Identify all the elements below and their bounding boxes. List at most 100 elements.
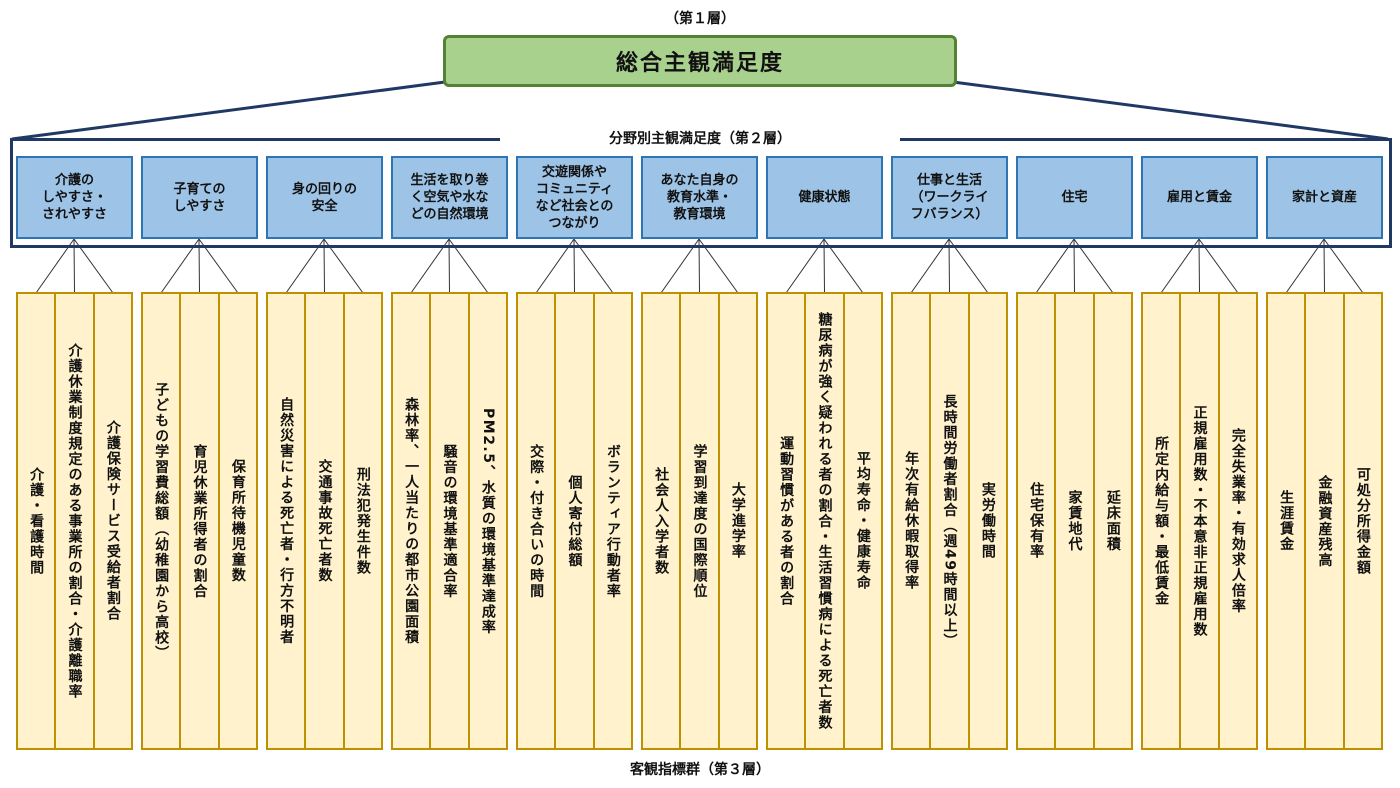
indicator-box: 平均寿命・健康寿命	[842, 292, 883, 750]
connector-line	[698, 238, 739, 294]
indicator-label: 交通事故死亡者数	[316, 459, 333, 583]
indicator-label: 平均寿命・健康寿命	[854, 451, 871, 591]
indicator-box: 刑法犯発生件数	[342, 292, 383, 750]
category-box: 健康状態	[766, 156, 883, 239]
indicator-box: 実労働時間	[967, 292, 1008, 750]
indicator-box: 家賃地代	[1054, 292, 1095, 750]
indicator-label: 住宅保有率	[1028, 482, 1045, 560]
category-box: 交遊関係や コミュニティ など社会との つながり	[516, 156, 633, 239]
indicator-group: 年次有給休暇取得率 長時間労働者割合（週49時間以上） 実労働時間	[891, 292, 1008, 750]
connector-line	[1285, 238, 1325, 294]
indicator-label: 大学進学率	[729, 482, 746, 560]
indicator-box: 糖尿病が強く疑われる者の割合・生活習慣病による死亡者数	[804, 292, 845, 750]
indicator-group: 生涯賃金 金融資産残高 可処分所得金額	[1266, 292, 1383, 750]
connector-line	[323, 238, 364, 294]
connector-line	[823, 238, 825, 294]
connector-line	[448, 238, 489, 294]
connector-line	[323, 238, 325, 294]
indicator-box: 社会人入学者数	[641, 292, 682, 750]
category-box: 生活を取り巻 く空気や水な どの自然環境	[391, 156, 508, 239]
indicator-label: 金融資産残高	[1316, 474, 1333, 568]
category-box: 雇用と賃金	[1141, 156, 1258, 239]
indicator-label: 可処分所得金額	[1354, 466, 1371, 576]
indicator-box: ボランティア行動者率	[592, 292, 633, 750]
indicator-group: 子どもの学習費総額（幼稚園から高校） 育児休業所得者の割合保育所待機児童数	[141, 292, 258, 750]
indicator-label: 介護休業制度規定のある事業所の割合・介護離職率	[66, 342, 83, 700]
indicator-box: 子どもの学習費総額（幼稚園から高校）	[141, 292, 182, 750]
indicator-box: 保育所待機児童数	[217, 292, 258, 750]
category-box: 介護の しやすさ・ されやすさ	[16, 156, 133, 239]
indicator-label: 森林率、一人当たりの都市公園面積	[403, 397, 420, 645]
indicator-label: 学習到達度の国際順位	[691, 443, 708, 599]
indicator-label: 完全失業率・有効求人倍率	[1229, 428, 1246, 614]
indicator-label: 所定内給与額・最低賃金	[1153, 435, 1170, 607]
indicator-box: 森林率、一人当たりの都市公園面積	[391, 292, 432, 750]
indicator-box: 個人寄付総額	[554, 292, 595, 750]
connector-line	[1035, 238, 1075, 294]
indicator-box: 運動習慣がある者の割合	[766, 292, 807, 750]
indicator-label: 刑法犯発生件数	[354, 466, 371, 576]
indicator-label: ボランティア行動者率	[604, 443, 621, 599]
indicator-box: 交通事故死亡者数	[304, 292, 345, 750]
connector-line	[698, 238, 700, 294]
indicator-label: 年次有給休暇取得率	[903, 451, 920, 591]
category-box: 子育ての しやすさ	[141, 156, 258, 239]
indicator-box: 可処分所得金額	[1342, 292, 1383, 750]
connector-line	[448, 238, 450, 294]
indicator-group: 自然災害による死亡者・行方不明者 交通事故死亡者数 刑法犯発生件数	[266, 292, 383, 750]
layer2-label: 分野別主観満足度（第２層）	[500, 128, 900, 148]
connector-line	[198, 238, 200, 294]
connector-line	[948, 238, 989, 294]
connector-line	[660, 238, 700, 294]
connector-line	[1198, 238, 1239, 294]
connector-line	[573, 238, 575, 294]
indicator-label: 交際・付き合いの時間	[528, 443, 545, 599]
connector-line	[785, 238, 825, 294]
indicator-label: 生涯賃金	[1278, 490, 1295, 552]
indicator-box: 金融資産残高	[1304, 292, 1345, 750]
category-box: 仕事と生活 （ワークライ フバランス）	[891, 156, 1008, 239]
indicator-label: 正規雇用数・不本意非正規雇用数	[1191, 404, 1208, 638]
indicator-box: 騒音の環境基準適合率	[429, 292, 470, 750]
connector-line	[35, 238, 75, 294]
indicator-label: 子どもの学習費総額（幼稚園から高校）	[153, 381, 170, 661]
connector-line	[948, 238, 950, 294]
indicator-box: 学習到達度の国際順位	[679, 292, 720, 750]
connector-line	[1323, 238, 1364, 294]
indicator-box: 育児休業所得者の割合	[179, 292, 220, 750]
indicator-label: 保育所待機児童数	[229, 459, 246, 583]
indicator-label: 騒音の環境基準適合率	[441, 443, 458, 599]
category-box: 家計と資産	[1266, 156, 1383, 239]
indicator-group: 運動習慣がある者の割合 糖尿病が強く疑われる者の割合・生活習慣病による死亡者数 平均…	[766, 292, 883, 750]
connector-line	[1073, 238, 1114, 294]
overall-satisfaction-box: 総合主観満足度	[443, 35, 957, 87]
indicator-label: 長時間労働者割合（週49時間以上）	[941, 393, 958, 649]
indicator-label: 介護・看護時間	[28, 466, 45, 576]
indicator-label: 社会人入学者数	[653, 466, 670, 576]
connector-line	[1323, 238, 1325, 294]
indicator-group: 住宅保有率家賃地代延床面積	[1016, 292, 1133, 750]
layer1-label: （第１層）	[665, 11, 735, 27]
indicator-box: 年次有給休暇取得率	[891, 292, 932, 750]
connector-line	[910, 238, 950, 294]
connector-line	[535, 238, 575, 294]
category-box: 身の回りの 安全	[266, 156, 383, 239]
indicator-label: 家賃地代	[1066, 490, 1083, 552]
indicator-box: 正規雇用数・不本意非正規雇用数	[1179, 292, 1220, 750]
indicator-label: 自然災害による死亡者・行方不明者	[278, 397, 295, 645]
category-box: あなた自身の 教育水準・ 教育環境	[641, 156, 758, 239]
indicator-group: 所定内給与額・最低賃金 正規雇用数・不本意非正規雇用数 完全失業率・有効求人倍率	[1141, 292, 1258, 750]
indicator-label: 糖尿病が強く疑われる者の割合・生活習慣病による死亡者数	[816, 311, 833, 731]
connector-line	[1160, 238, 1200, 294]
indicator-box: 所定内給与額・最低賃金	[1141, 292, 1182, 750]
indicator-group: 社会人入学者数 学習到達度の国際順位 大学進学率	[641, 292, 758, 750]
indicator-box: 長時間労働者割合（週49時間以上）	[929, 292, 970, 750]
indicator-label: 運動習慣がある者の割合	[778, 435, 795, 607]
connector-line	[73, 238, 114, 294]
indicator-box: 大学進学率	[717, 292, 758, 750]
connector-line	[285, 238, 325, 294]
indicator-group: 介護・看護時間介護休業制度規定のある事業所の割合・介護離職率介護保険サービス受給…	[16, 292, 133, 750]
connector-line	[1198, 238, 1200, 294]
